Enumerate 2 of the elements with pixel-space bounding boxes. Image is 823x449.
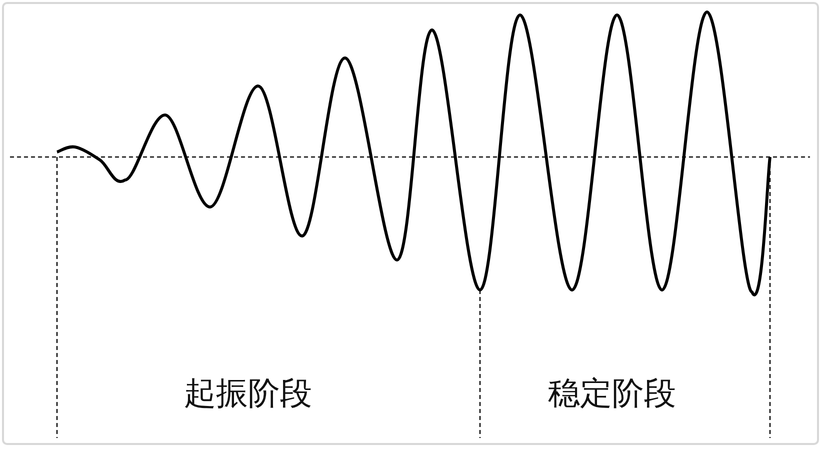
stage-label: 稳定阶段 [548, 377, 676, 409]
stage-label: 起振阶段 [184, 377, 312, 409]
